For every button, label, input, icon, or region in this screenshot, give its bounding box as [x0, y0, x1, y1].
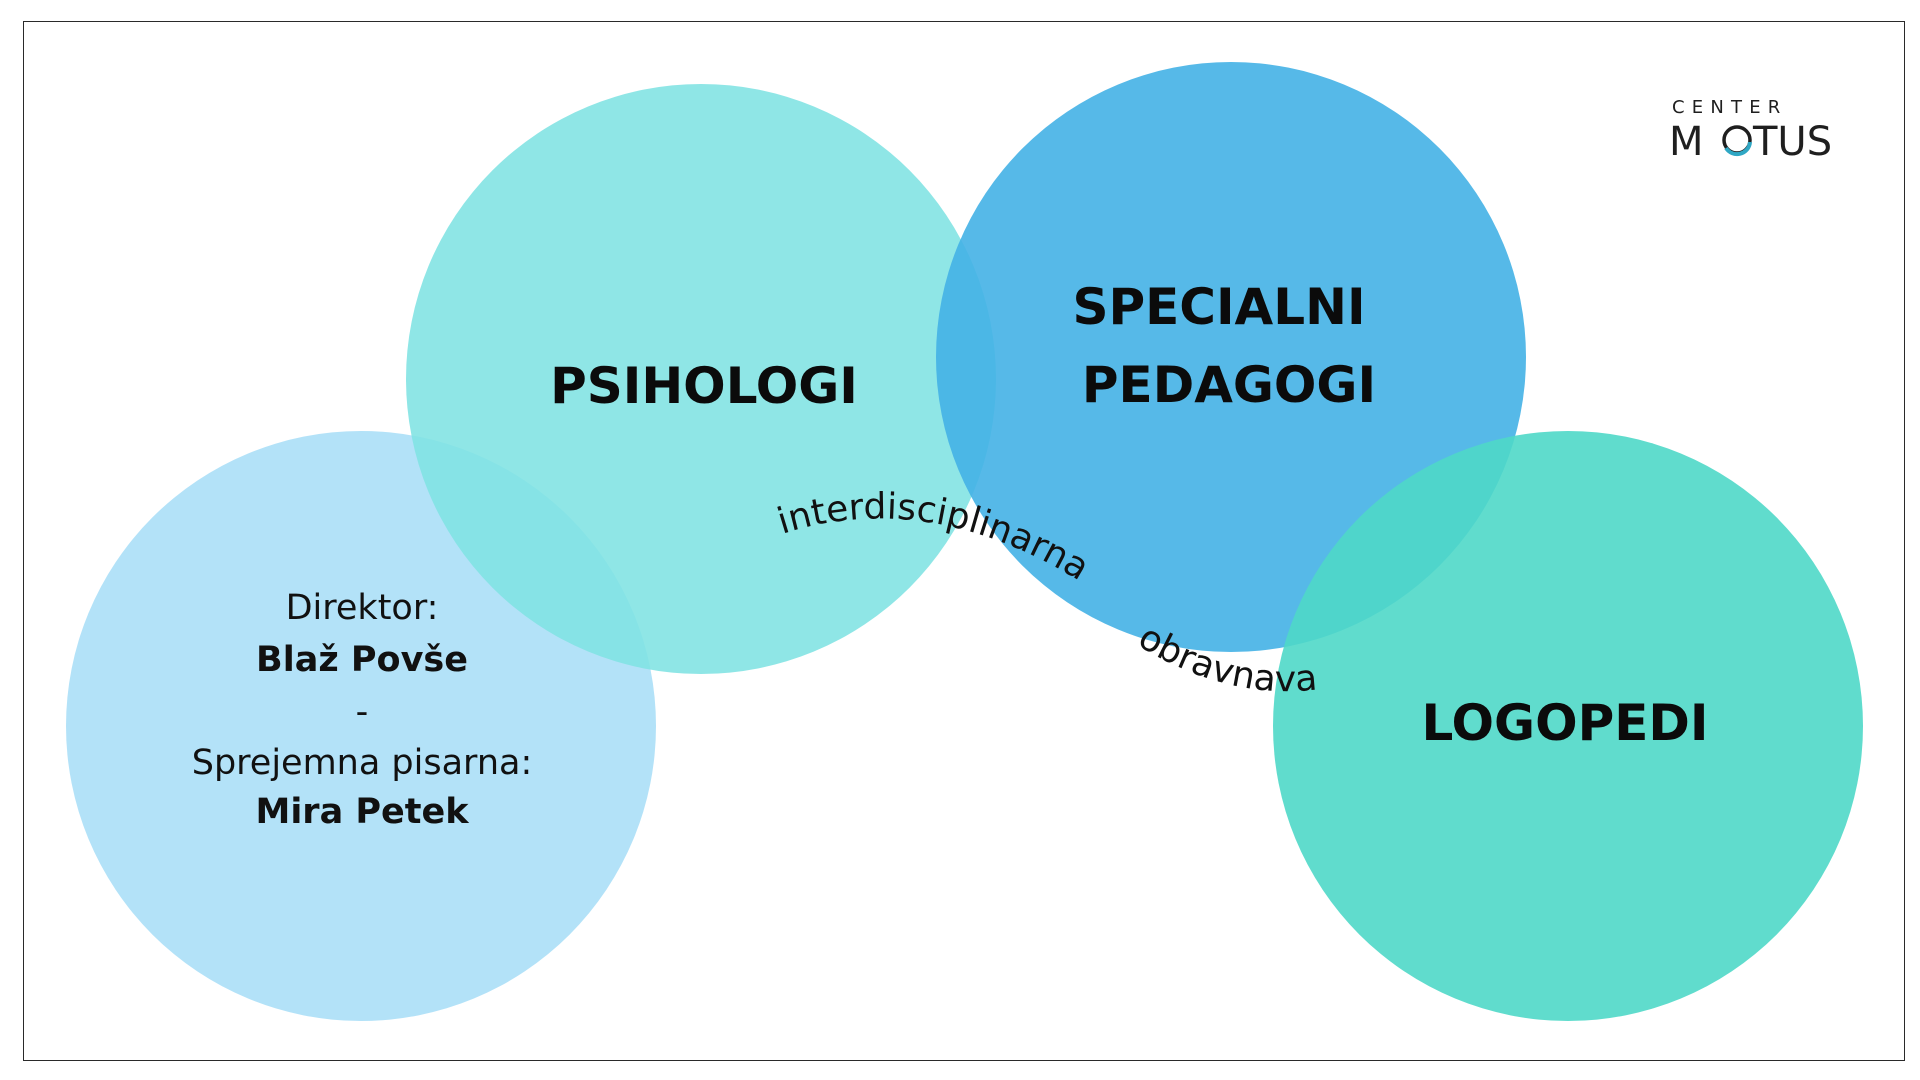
circle-psihologi	[406, 84, 996, 674]
slide-frame: PSIHOLOGI SPECIALNI PEDAGOGI LOGOPEDI Di…	[23, 21, 1905, 1061]
center-motus-logo: CENTER M TUS	[1669, 97, 1832, 165]
venn-diagram: PSIHOLOGI SPECIALNI PEDAGOGI LOGOPEDI Di…	[66, 62, 1863, 1021]
specialni-title-line1: SPECIALNI	[1072, 278, 1365, 336]
logo-line1: CENTER	[1672, 97, 1787, 118]
office-label: Sprejemna pisarna:	[192, 743, 533, 783]
director-label: Direktor:	[286, 588, 439, 628]
logopedi-title: LOGOPEDI	[1421, 694, 1708, 752]
specialni-title-line2: PEDAGOGI	[1082, 356, 1376, 414]
info-separator: -	[356, 692, 369, 732]
logo-o-accent	[1724, 141, 1752, 157]
logo-letter-m: M	[1669, 119, 1704, 165]
office-name: Mira Petek	[255, 792, 469, 832]
psihologi-title: PSIHOLOGI	[550, 357, 858, 415]
logo-letters-tus: TUS	[1752, 119, 1832, 165]
circle-logopedi	[1273, 431, 1863, 1021]
director-name: Blaž Povše	[256, 640, 468, 680]
